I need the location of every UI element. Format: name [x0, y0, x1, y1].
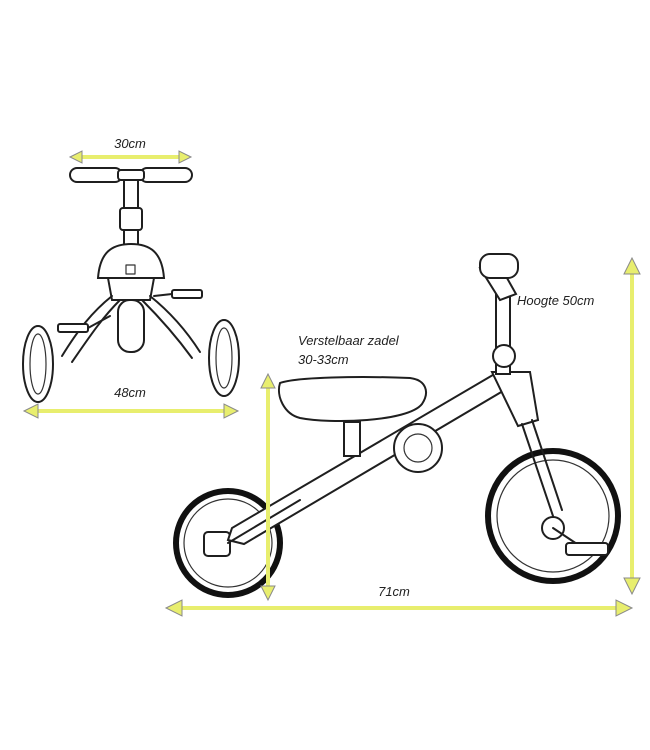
front-left-arm-inner [71, 299, 121, 363]
saddle-adjustable-label: Verstelbaar zadel [298, 333, 400, 348]
front-left-rear-wheel [22, 325, 54, 403]
wheel-track-label: 48cm [114, 385, 146, 400]
front-stem-collar [119, 207, 143, 231]
stem-clamp [492, 344, 516, 368]
wheel-track-width-dimension: 48cm [22, 385, 240, 419]
front-pedal [565, 542, 609, 556]
handlebar-grip [479, 253, 519, 279]
seat-clamp-housing [393, 423, 443, 473]
seat-post [343, 421, 361, 457]
front-wheel-tyre [485, 448, 621, 584]
handlebar-width-arrow-left-head [68, 150, 83, 164]
handlebar-width-dimension: 30cm [68, 136, 193, 164]
front-left-arm [61, 295, 113, 357]
front-fork-left [521, 423, 554, 517]
rear-hub [203, 531, 231, 557]
seat-clamp-inner [403, 433, 433, 463]
length-arrow-right-head [615, 599, 634, 617]
saddle-height-arrow-top-head [260, 372, 276, 389]
height-arrow-top-head [623, 256, 641, 275]
rear-wheel-tyre [173, 488, 283, 598]
head-tube [490, 371, 540, 428]
front-fork-right [531, 419, 563, 511]
front-right-grip [139, 167, 193, 183]
height-label: Hoogte 50cm [517, 293, 594, 308]
side-view-drawing [173, 253, 621, 598]
length-dimension: 71cm [164, 584, 634, 617]
wheel-track-arrow-right-head [223, 403, 240, 419]
front-left-pedal [57, 323, 89, 333]
saddle-range-label: 30-33cm [298, 352, 349, 367]
front-right-rear-wheel [208, 319, 240, 397]
front-left-grip [69, 167, 123, 183]
front-handlebar-clamp [117, 169, 145, 181]
wheel-track-arrow-left-head [22, 403, 39, 419]
front-right-pedal [171, 289, 203, 299]
front-left-rear-wheel-hub [29, 333, 47, 395]
saddle [278, 376, 427, 423]
front-right-crank [153, 293, 173, 297]
saddle-height-arrow-bottom-head [260, 585, 276, 602]
rear-wheel-rim [183, 498, 273, 588]
length-label: 71cm [378, 584, 410, 599]
rear-stay [227, 499, 301, 544]
front-right-rear-wheel-hub [215, 327, 233, 389]
height-arrow-bottom-head [623, 577, 641, 596]
saddle-height-dimension: Verstelbaar zadel 30-33cm [260, 333, 400, 602]
front-view-drawing [22, 167, 240, 403]
front-right-arm [149, 295, 201, 353]
front-right-arm-inner [141, 299, 193, 359]
front-left-crank [87, 315, 111, 329]
height-dimension: Hoogte 50cm [517, 256, 641, 596]
front-center-wheel [117, 299, 145, 353]
front-wheel-rim [496, 459, 610, 573]
front-stem [123, 179, 139, 211]
handlebar-width-arrow-right-head [178, 150, 193, 164]
length-arrow-left-head [164, 599, 183, 617]
front-fender [96, 242, 166, 279]
front-body [106, 277, 156, 301]
front-emblem [125, 264, 136, 275]
handlebar-width-label: 30cm [114, 136, 146, 151]
